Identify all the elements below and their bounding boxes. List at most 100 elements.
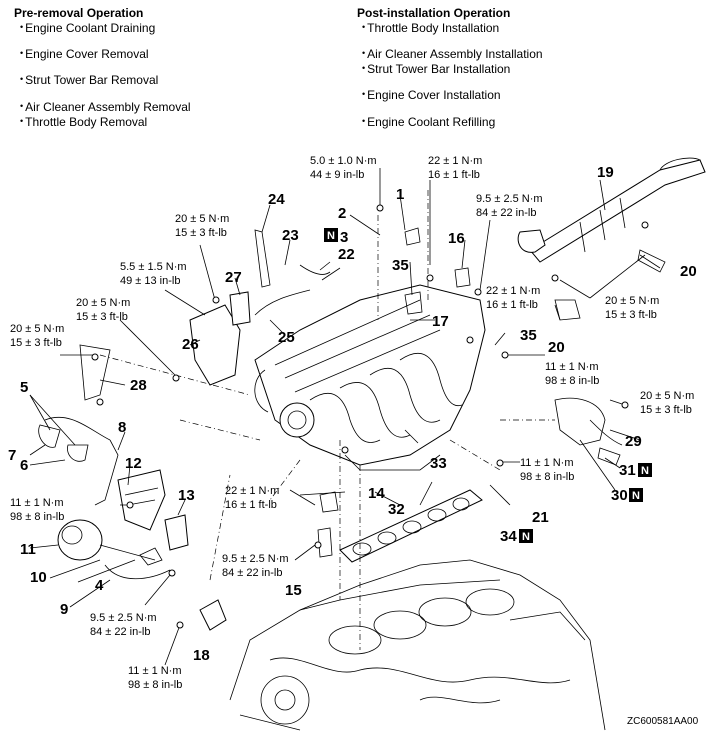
torque-label: 5.0 ± 1.0 N·m	[310, 155, 377, 167]
post-installation-item: Throttle Body Installation	[362, 21, 499, 35]
torque-label: 98 ± 8 in-lb	[520, 471, 574, 483]
intake-gasket	[339, 489, 483, 563]
torque-label: 9.5 ± 2.5 N·m	[222, 553, 289, 565]
part-number: 11	[20, 541, 36, 558]
part-numbers: 1 2 3 4 5 6 7 8 9 10 11 12 13 14 15 16 1…	[8, 164, 697, 664]
part-number: 27	[225, 269, 242, 286]
post-installation-item: Engine Coolant Refilling	[362, 115, 495, 129]
part-number: 13	[178, 487, 195, 504]
part-number: 3	[340, 229, 348, 246]
part-number: 10	[30, 569, 47, 586]
torque-label: 16 ± 1 ft-lb	[225, 499, 277, 511]
torque-label: 11 ± 1 N·m	[128, 665, 182, 677]
pre-removal-item: Air Cleaner Assembly Removal	[20, 100, 190, 114]
torque-label: 15 ± 3 ft-lb	[175, 227, 227, 239]
torque-label: 84 ± 22 in-lb	[476, 207, 536, 219]
torque-label: 15 ± 3 ft-lb	[605, 309, 657, 321]
torque-label: 20 ± 5 N·m	[175, 213, 229, 225]
part-number: 34	[500, 528, 517, 545]
part-number: 17	[432, 313, 449, 330]
post-installation-item: Strut Tower Bar Installation	[362, 62, 510, 76]
torque-label: 15 ± 3 ft-lb	[76, 311, 128, 323]
torque-label: 9.5 ± 2.5 N·m	[90, 612, 157, 624]
part-number: 14	[368, 485, 385, 502]
part-number: 23	[282, 227, 299, 244]
torque-label: 20 ± 5 N·m	[76, 297, 130, 309]
part-number: 20	[548, 339, 565, 356]
part-number: 21	[532, 509, 549, 526]
part-number: 31	[619, 462, 636, 479]
torque-label: 98 ± 8 in-lb	[128, 679, 182, 691]
torque-label: 98 ± 8 in-lb	[10, 511, 64, 523]
part-number: 12	[125, 455, 142, 472]
part-number: 18	[193, 647, 210, 664]
torque-label: 98 ± 8 in-lb	[545, 375, 599, 387]
post-installation-item: Engine Cover Installation	[362, 88, 500, 102]
upper-left-components	[189, 227, 623, 558]
torque-label: 11 ± 1 N·m	[545, 361, 599, 373]
torque-label: 16 ± 1 ft-lb	[486, 299, 538, 311]
pre-removal-item: Engine Cover Removal	[20, 47, 148, 61]
part-number: 24	[268, 191, 285, 208]
engine-block-sketch	[229, 559, 606, 731]
part-number: 35	[520, 327, 537, 344]
part-number: 15	[285, 582, 302, 599]
part-number: 32	[388, 501, 405, 518]
part-number: 30	[611, 487, 628, 504]
torque-label: 20 ± 5 N·m	[10, 323, 64, 335]
new-part-badge: N	[522, 531, 530, 543]
torque-label: 22 ± 1 N·m	[428, 155, 482, 167]
torque-label: 11 ± 1 N·m	[520, 457, 574, 469]
part-number: 8	[118, 419, 126, 436]
part-number: 16	[448, 230, 465, 247]
part-number: 9	[60, 601, 68, 618]
torque-label: 22 ± 1 N·m	[225, 485, 279, 497]
post-installation-title: Post-installation Operation	[357, 6, 511, 20]
torque-label: 15 ± 3 ft-lb	[640, 404, 692, 416]
intake-stay-bracket	[517, 157, 706, 321]
torque-label: 84 ± 22 in-lb	[90, 626, 150, 638]
part-number: 25	[278, 329, 295, 346]
part-number: 4	[95, 577, 104, 594]
torque-label: 9.5 ± 2.5 N·m	[476, 193, 543, 205]
part-number: 20	[680, 263, 697, 280]
part-number: 26	[182, 336, 199, 353]
part-number: 35	[392, 257, 409, 274]
torque-label: 84 ± 22 in-lb	[222, 567, 282, 579]
torque-labels: 5.0 ± 1.0 N·m 44 ± 9 in-lb 22 ± 1 N·m 16…	[10, 155, 694, 691]
pre-removal-item: Engine Coolant Draining	[20, 21, 155, 35]
left-side-components	[38, 344, 227, 631]
torque-label: 16 ± 1 ft-lb	[428, 169, 480, 181]
leader-lines	[29, 168, 661, 666]
pre-removal-item: Strut Tower Bar Removal	[20, 73, 158, 87]
part-number: 2	[338, 205, 346, 222]
torque-label: 15 ± 3 ft-lb	[10, 337, 62, 349]
pre-removal-item: Throttle Body Removal	[20, 115, 147, 129]
torque-label: 20 ± 5 N·m	[640, 390, 694, 402]
part-number: 5	[20, 379, 28, 396]
part-number: 22	[338, 246, 355, 263]
part-number: 28	[130, 377, 147, 394]
bolts	[91, 204, 649, 629]
pre-removal-title: Pre-removal Operation	[14, 6, 144, 20]
part-number: 6	[20, 457, 28, 474]
torque-label: 44 ± 9 in-lb	[310, 169, 364, 181]
torque-label: 49 ± 13 in-lb	[120, 275, 180, 287]
part-number: 1	[396, 186, 404, 203]
torque-label: 11 ± 1 N·m	[10, 497, 64, 509]
torque-label: 20 ± 5 N·m	[605, 295, 659, 307]
torque-label: 22 ± 1 N·m	[486, 285, 540, 297]
new-part-badge: N	[632, 490, 640, 502]
intake-manifold	[254, 284, 486, 471]
new-part-badge: N	[327, 230, 335, 242]
part-number: 7	[8, 447, 16, 464]
new-part-badge: N	[641, 465, 649, 477]
part-number: 33	[430, 455, 447, 472]
torque-label: 5.5 ± 1.5 N·m	[120, 261, 187, 273]
part-number: 29	[625, 433, 642, 450]
part-number: 19	[597, 164, 614, 181]
post-installation-item: Air Cleaner Assembly Installation	[362, 47, 542, 61]
figure-code: ZC600581AA00	[627, 716, 699, 727]
new-part-badges: N N N N	[324, 228, 652, 543]
